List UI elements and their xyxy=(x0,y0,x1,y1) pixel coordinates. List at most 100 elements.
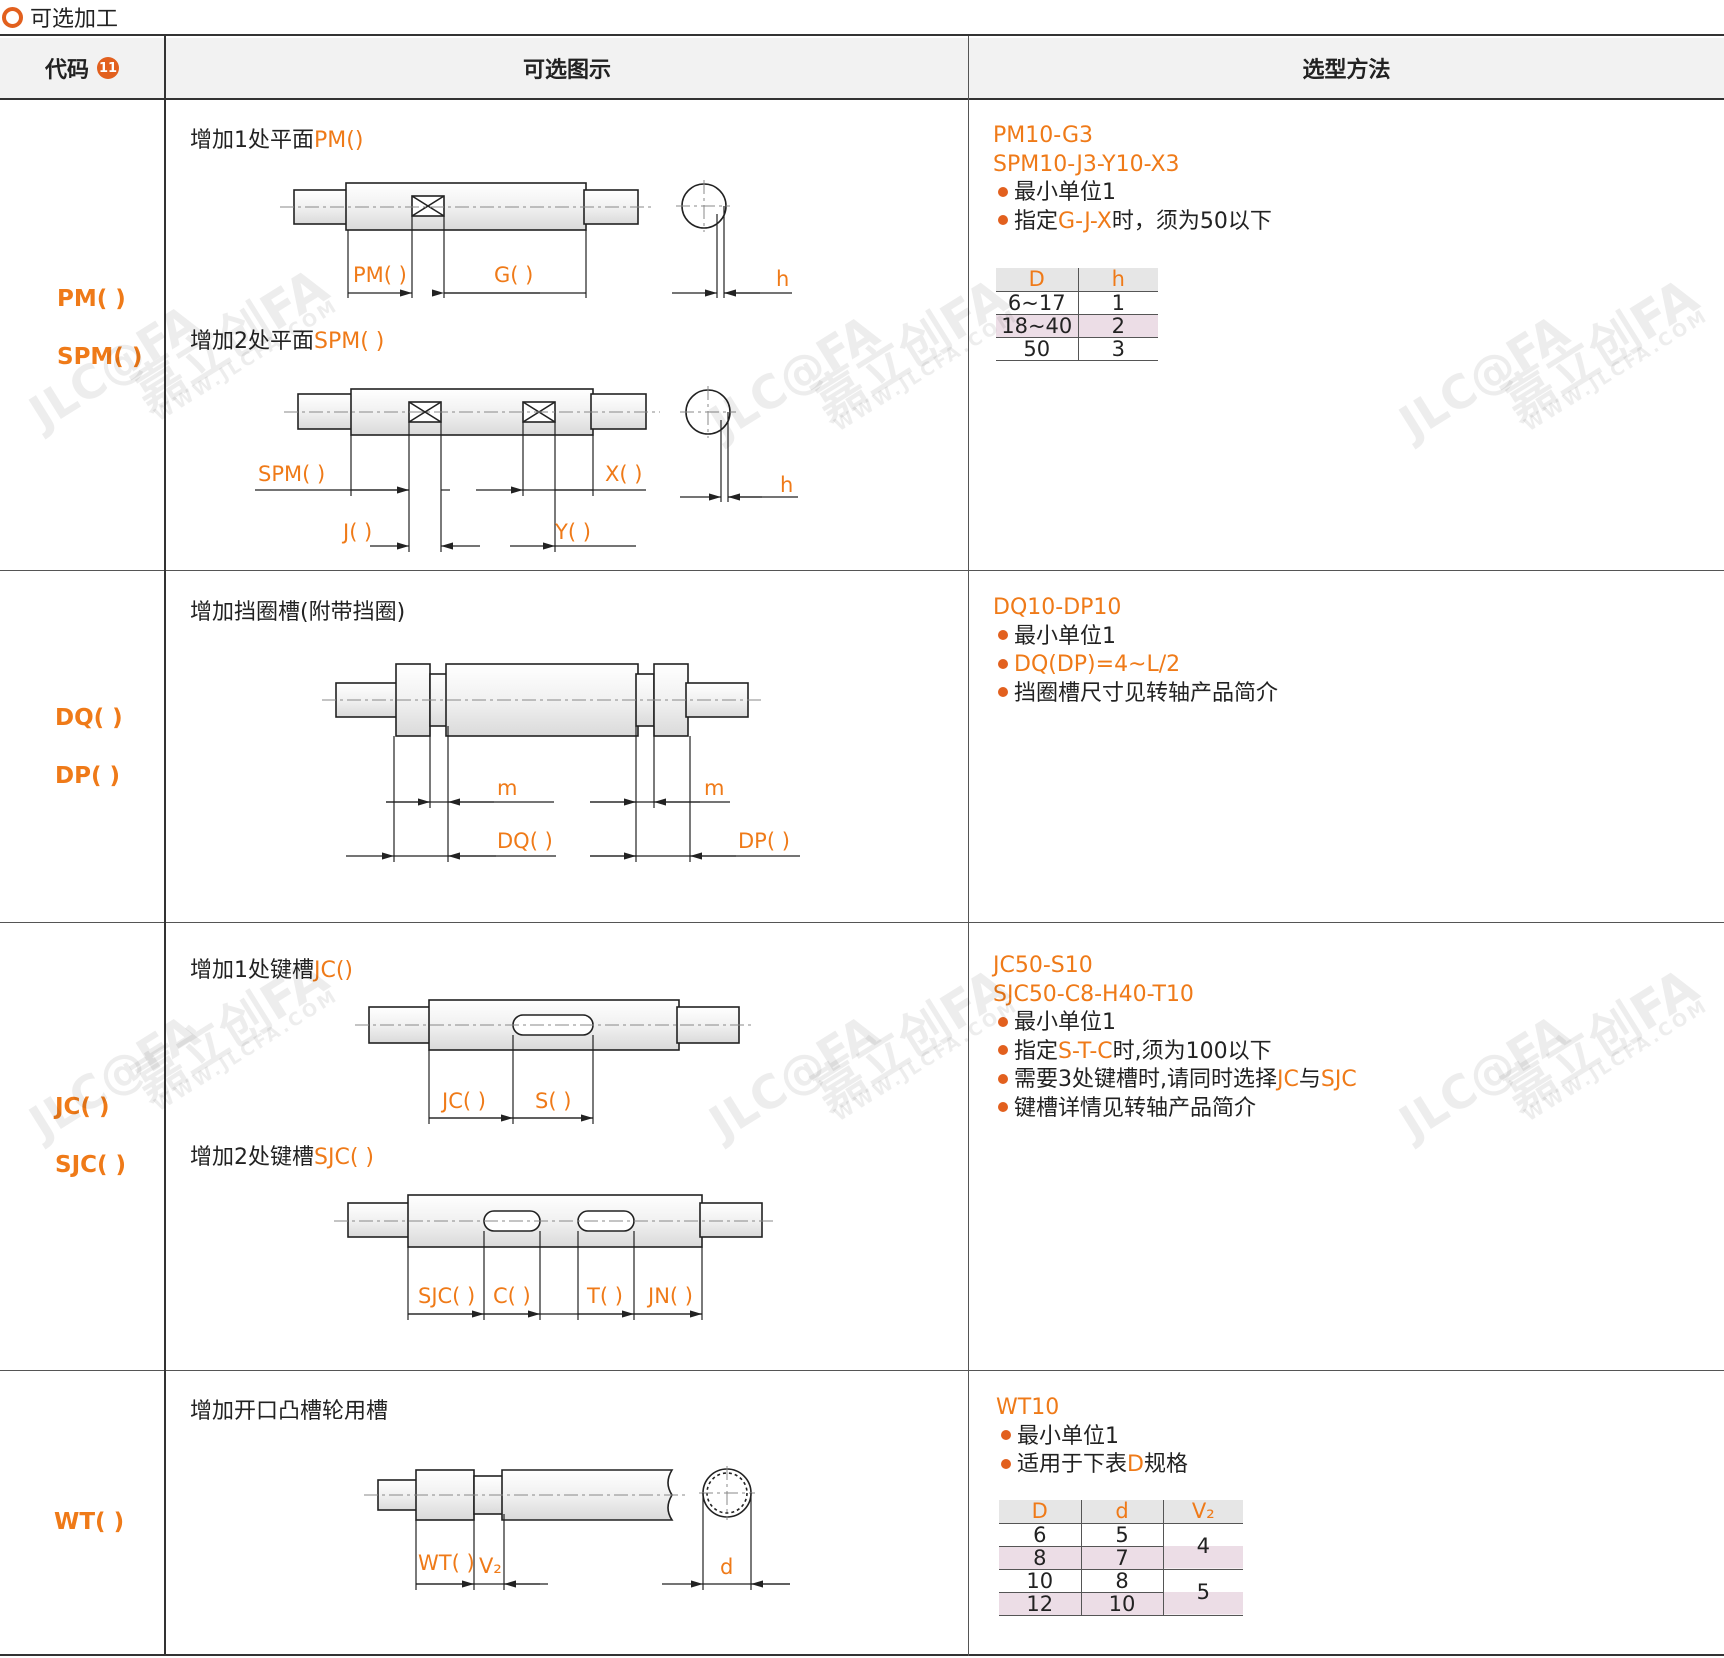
table-cell: 18~40 xyxy=(996,314,1078,338)
table-header: h xyxy=(1077,268,1158,292)
method-example: SPM10-J3-Y10-X3 xyxy=(993,151,1180,177)
divider xyxy=(0,34,1724,36)
table-cell: 5 xyxy=(1080,1523,1163,1547)
table-cell: 3 xyxy=(1077,337,1158,361)
header-code-label: 代码 xyxy=(44,58,89,83)
bullet-text: S-T-C xyxy=(1058,1038,1113,1064)
header-diagram: 可选图示 xyxy=(522,58,611,83)
dim-label: C( ) xyxy=(493,1284,531,1308)
method-example: DQ10-DP10 xyxy=(993,595,1122,620)
table-header: d xyxy=(1080,1500,1163,1524)
diagram-title-text: 增加开口凸槽轮用槽 xyxy=(190,1399,389,1424)
table-cell: 2 xyxy=(1077,314,1158,338)
header-code: 代码 11 xyxy=(0,38,164,98)
bullet-text: 指定 xyxy=(1014,208,1059,234)
method-bullet: 最小单位1 xyxy=(996,1423,1188,1452)
method-example: SJC50-C8-H40-T10 xyxy=(993,981,1194,1007)
table-cell: 12 xyxy=(999,1592,1081,1616)
bullet-text: 时，须为50以下 xyxy=(1111,208,1272,234)
dim-label: V₂ xyxy=(479,1554,502,1578)
dim-label: X( ) xyxy=(605,462,642,486)
code-label: DQ( ) xyxy=(55,705,123,731)
method-bullet: 挡圈槽尺寸见转轴产品简介 xyxy=(993,680,1278,709)
diagram-title-code: SPM( ) xyxy=(314,329,385,354)
table-cell: 4 xyxy=(1162,1523,1243,1570)
bullet-text: 需要3处键槽时,请同时选择 xyxy=(1014,1067,1277,1092)
dim-label: T( ) xyxy=(586,1284,623,1308)
table-cell: 8 xyxy=(1080,1569,1163,1593)
table-cell: 10 xyxy=(1080,1592,1163,1616)
diagram-title-text: 增加2处平面 xyxy=(190,329,314,354)
divider xyxy=(0,1654,1724,1656)
method-bullet: 适用于下表D规格 xyxy=(996,1451,1188,1480)
method-example: WT10 xyxy=(996,1395,1060,1420)
diagram-title-text: 增加2处键槽 xyxy=(190,1145,314,1170)
method-bullet: DQ(DP)=4~L/2 xyxy=(993,651,1278,680)
method-bullet: 最小单位1 xyxy=(993,623,1278,652)
table-cell: 50 xyxy=(996,337,1078,361)
code-label: JC( ) xyxy=(55,1094,110,1120)
diagram-title: 增加挡圈槽(附带挡圈) xyxy=(190,594,405,626)
dimension-lines xyxy=(255,206,800,1590)
dim-label: JC( ) xyxy=(440,1089,486,1113)
diagram-title: 增加2处平面SPM( ) xyxy=(190,323,384,355)
diagram-title-text: 增加1处平面 xyxy=(190,128,314,153)
method-block-jc: JC50-S10 SJC50-C8-H40-T10 最小单位1 指定S-T-C时… xyxy=(993,952,1357,1123)
bullet-text: 最小单位1 xyxy=(1014,1010,1116,1035)
dimension-labels: PM( ) G( ) h SPM( ) X( ) J( ) Y( ) h m m… xyxy=(258,263,793,1579)
method-bullet: 最小单位1 xyxy=(993,179,1272,208)
method-bullet: 最小单位1 xyxy=(993,1009,1357,1038)
code-label: SPM( ) xyxy=(57,344,143,370)
diagram-title-code: JC() xyxy=(314,958,354,983)
header-method: 选型方法 xyxy=(1302,58,1391,83)
bullet-text: 与 xyxy=(1298,1067,1321,1092)
method-bullet: 指定G-J-X时，须为50以下 xyxy=(993,208,1272,237)
method-block-dq: DQ10-DP10 最小单位1 DQ(DP)=4~L/2 挡圈槽尺寸见转轴产品简… xyxy=(993,594,1278,708)
method-bullet: 键槽详情见转轴产品简介 xyxy=(993,1095,1357,1124)
code-label: SJC( ) xyxy=(55,1152,127,1178)
dim-label: S( ) xyxy=(535,1089,571,1113)
bullet-text: D xyxy=(1127,1452,1144,1477)
section-title: 可选加工 xyxy=(30,7,119,32)
bullet-text: JC xyxy=(1277,1067,1299,1092)
bullet-text: 最小单位1 xyxy=(1017,1423,1119,1449)
jc-shaft xyxy=(368,999,740,1051)
dim-label: h xyxy=(776,267,789,291)
dim-label: DQ( ) xyxy=(497,829,553,853)
bullet-text: 键槽详情见转轴产品简介 xyxy=(1014,1095,1257,1121)
dim-label: JN( ) xyxy=(646,1284,693,1308)
bullet-text: SJC xyxy=(1320,1067,1357,1092)
diagram-title-code: PM() xyxy=(314,128,364,153)
code-label: WT( ) xyxy=(54,1509,125,1535)
divider xyxy=(0,922,1724,923)
table-cell: 5 xyxy=(1162,1569,1243,1616)
dim-label: WT( ) xyxy=(418,1551,475,1575)
diagram-title-text: 增加1处键槽 xyxy=(190,958,314,983)
dim-label: h xyxy=(780,473,793,497)
section-header: 可选加工 xyxy=(0,0,118,34)
bullet-text: 挡圈槽尺寸见转轴产品简介 xyxy=(1014,680,1279,706)
divider xyxy=(164,36,166,1656)
table-cell: 1 xyxy=(1077,291,1158,315)
method-example: PM10-G3 xyxy=(993,123,1094,148)
diagram-title: 增加2处键槽SJC( ) xyxy=(190,1139,374,1171)
bullet-text: DQ(DP)=4~L/2 xyxy=(1014,652,1181,677)
bullet-text: 最小单位1 xyxy=(1014,180,1116,205)
dim-label: DP( ) xyxy=(738,829,790,853)
method-block-pm: PM10-G3 SPM10-J3-Y10-X3 最小单位1 指定G-J-X时，须… xyxy=(993,122,1272,236)
table-cell: 6 xyxy=(999,1523,1081,1547)
diagram-title: 增加开口凸槽轮用槽 xyxy=(190,1393,388,1425)
table-header: D xyxy=(996,268,1078,292)
code-label: PM( ) xyxy=(57,286,126,312)
dim-label: d xyxy=(720,1555,733,1579)
